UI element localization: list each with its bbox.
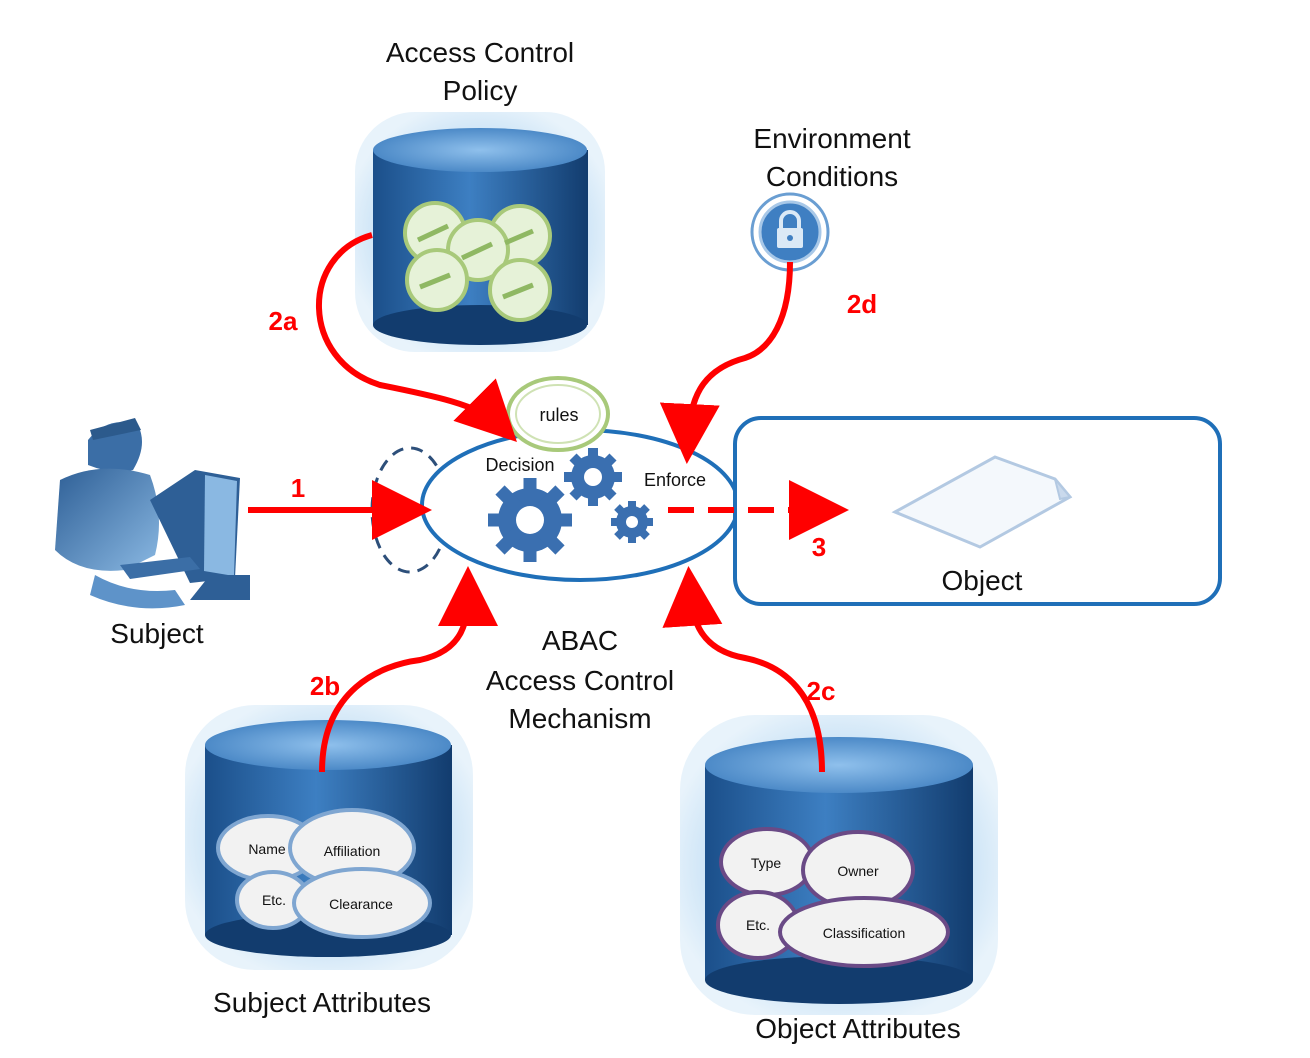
- decision-label: Decision: [485, 455, 554, 475]
- large-gear-icon: [488, 478, 572, 562]
- object-attr-etc: Etc.: [746, 917, 770, 933]
- mechanism-label-line2: Access Control: [486, 665, 674, 696]
- step-2d-label: 2d: [847, 289, 877, 319]
- subject-attr-etc: Etc.: [262, 892, 286, 908]
- rules-label: rules: [539, 405, 578, 425]
- subject-attr-clearance: Clearance: [329, 896, 393, 912]
- clearance-bubble: [292, 867, 432, 939]
- environment-label-line2: Conditions: [766, 161, 898, 192]
- mechanism-label-line3: Mechanism: [508, 703, 651, 734]
- policy-rules-icon: [403, 201, 552, 322]
- enforce-label: Enforce: [644, 470, 706, 490]
- object-attr-owner: Owner: [837, 863, 879, 879]
- environment-lock-icon: [750, 192, 830, 272]
- policy-label-line2: Policy: [443, 75, 518, 106]
- step-2a-label: 2a: [269, 306, 298, 336]
- object-label: Object: [942, 565, 1023, 596]
- step-1-label: 1: [291, 473, 305, 503]
- object-attributes-label: Object Attributes: [755, 1013, 960, 1044]
- mechanism-ellipse: [420, 428, 740, 582]
- arrow-2c: [662, 566, 825, 773]
- object-attr-type: Type: [751, 855, 782, 871]
- small-gear-icon: [611, 501, 653, 543]
- step-2b-label: 2b: [310, 671, 340, 701]
- policy-label-line1: Access Control: [386, 37, 574, 68]
- step-3-label: 3: [812, 532, 826, 562]
- subject-attr-name: Name: [248, 841, 286, 857]
- flow-arrows: [248, 232, 849, 773]
- gears-icon: [488, 448, 653, 562]
- subject-attribute-bubbles: [216, 808, 432, 939]
- arrow-2a: [316, 232, 517, 442]
- mechanism-label-line1: ABAC: [542, 625, 618, 656]
- arrow-2b: [319, 566, 498, 773]
- arrow-2d: [659, 261, 793, 464]
- document-icon: [891, 455, 1073, 549]
- object-attr-classification: Classification: [823, 925, 905, 941]
- medium-gear-icon: [564, 448, 622, 506]
- classification-bubble: [778, 896, 950, 968]
- subject-attr-affiliation: Affiliation: [324, 843, 381, 859]
- step-2c-label: 2c: [807, 676, 836, 706]
- subject-person-icon: [55, 418, 250, 609]
- subject-attributes-label: Subject Attributes: [213, 987, 431, 1018]
- subject-label: Subject: [110, 618, 204, 649]
- object-attribute-bubbles: [716, 827, 950, 968]
- environment-label-line1: Environment: [753, 123, 910, 154]
- rules-bubble: [506, 376, 610, 452]
